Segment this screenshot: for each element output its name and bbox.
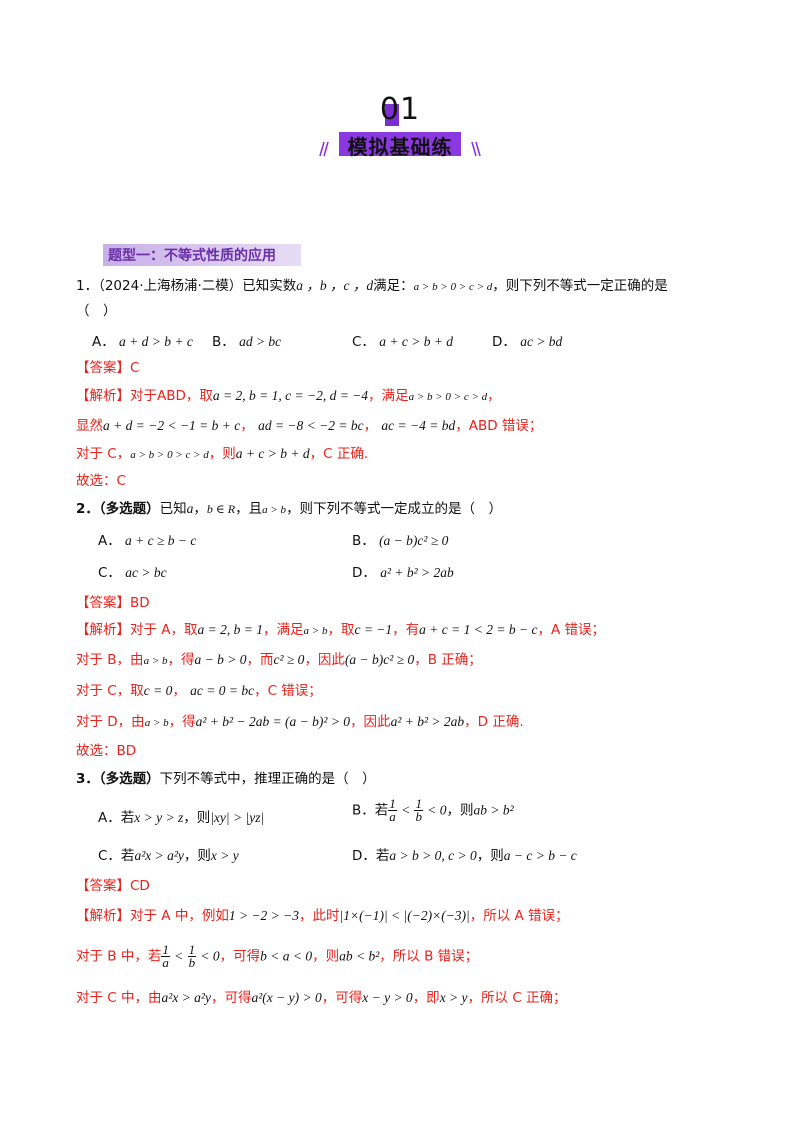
q3-stem: 3．（多选题）下列不等式中，推理正确的是（ ）: [76, 771, 376, 787]
q1-option-d: D． ac > bd: [492, 334, 563, 350]
q1-choice: 故选：C: [76, 473, 126, 489]
q2-answer: 【答案】BD: [76, 595, 150, 611]
section-tag-bg: [103, 244, 301, 266]
q1-stem: 1．（2024·上海杨浦·二模）已知实数a ，b ，c ，d满足：a > b >…: [76, 278, 668, 294]
q1-answer: 【答案】C: [76, 360, 140, 376]
q2-solution-line4: 对于 D，由a > b，得a² + b² − 2ab = (a − b)² > …: [76, 714, 524, 730]
q2-option-d: D． a² + b² > 2ab: [352, 565, 454, 581]
q3-option-c: C．若a²x > a²y，则x > y: [98, 848, 239, 864]
q3-option-a: A．若x > y > z，则|xy| > |yz|: [98, 810, 265, 826]
section-label: 题型一：不等式性质的应用: [108, 248, 276, 264]
q1-option-c: C． a + c > b + d: [352, 334, 454, 350]
q2-choice: 故选：BD: [76, 743, 137, 759]
q2-option-b: B． (a − b)c² ≥ 0: [352, 533, 449, 549]
q2-option-a: A． a + c ≥ b − c: [98, 533, 197, 549]
q3-answer: 【答案】CD: [76, 878, 150, 894]
q1-solution-line1: 【解析】对于ABD，取a = 2, b = 1, c = −2, d = −4，…: [76, 388, 501, 404]
decor-slash-right-icon: [471, 141, 481, 157]
q1-solution-line2: 显然a + d = −2 < −1 = b + c， ad = −8 < −2 …: [76, 418, 543, 434]
q1-option-a: A． a + d > b + c: [92, 334, 193, 350]
q3-option-d: D．若a > b > 0, c > 0，则a − c > b − c: [352, 848, 577, 864]
q2-solution-line2: 对于 B，由a > b，得a − b > 0，而c² ≥ 0，因此(a − b)…: [76, 652, 482, 668]
q2-option-c: C． ac > bc: [98, 565, 167, 581]
q1-solution-line3: 对于 C，a > b > 0 > c > d，则a + c > b + d，C …: [76, 446, 369, 462]
page-title: 模拟基础练: [347, 135, 453, 159]
q2-stem: 2．（多选题）已知a，b ∈ R，且a > b，则下列不等式一定成立的是（ ）: [76, 501, 503, 517]
title-highlight-bar: [339, 104, 461, 156]
q3-solution-line1: 【解析】对于 A 中，例如1 > −2 > −3，此时|1×(−1)| < |(…: [76, 908, 569, 924]
q2-solution-line1: 【解析】对于 A，取a = 2, b = 1，满足a > b，取c = −1，有…: [76, 622, 605, 638]
q3-solution-line3: 对于 C 中，由a²x > a²y，可得a²(x − y) > 0，可得x − …: [76, 990, 567, 1006]
q1-paren: （ ）: [76, 303, 117, 319]
q2-solution-line3: 对于 C，取c = 0， ac = 0 = bc，C 错误；: [76, 683, 322, 699]
chapter-number: 01: [379, 92, 421, 127]
decor-slash-left-icon: [319, 141, 329, 157]
q1-option-b: B． ad > bc: [212, 334, 282, 350]
